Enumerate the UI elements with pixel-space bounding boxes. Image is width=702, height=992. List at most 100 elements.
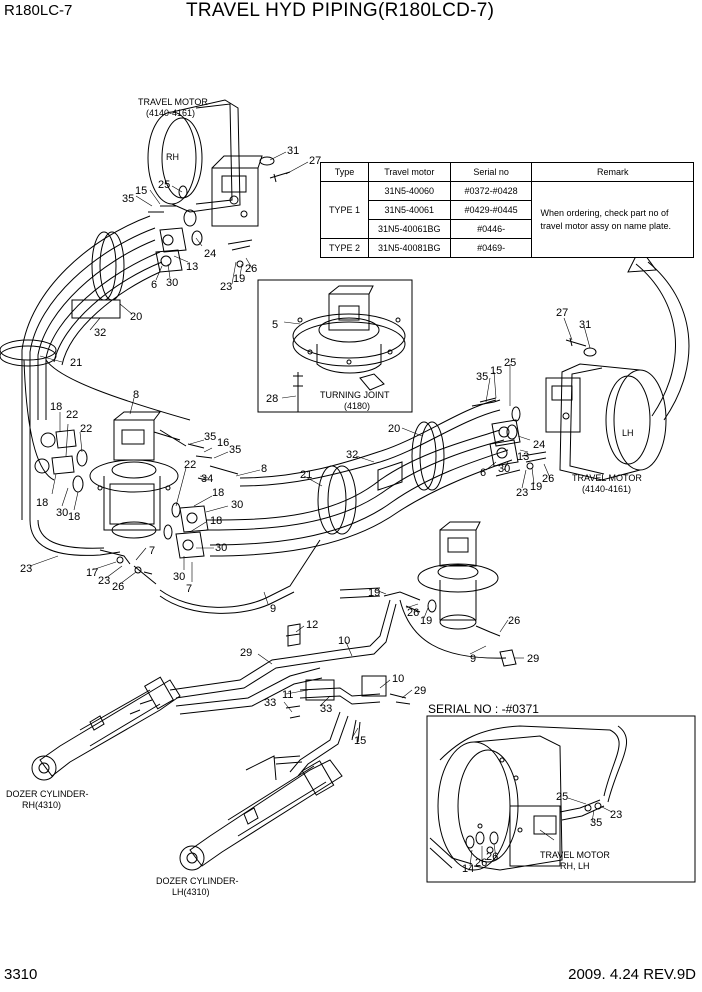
caption-turning-joint-code: (4180): [344, 401, 370, 411]
remark-line-1: When ordering, check part no of: [540, 207, 669, 218]
table-row: TYPE 2 31N5-40081BG #0469-: [320, 238, 694, 258]
callout-10-bottom: 15: [354, 735, 366, 747]
callout-15: 15: [135, 185, 147, 197]
callout-34: 34: [201, 473, 213, 485]
callout-16: 16: [217, 437, 229, 449]
callout-22-left-2: 18: [68, 511, 80, 523]
callout-9-left: 19: [368, 587, 380, 599]
callout-13: 13: [186, 261, 198, 273]
callout-23: 23: [220, 281, 232, 293]
table-header-serial-no: Serial no: [449, 162, 533, 182]
callout-11: 33: [320, 703, 332, 715]
callout-23-lower: 17: [86, 567, 98, 579]
caption-dozer-rh: DOZER CYLINDER-: [6, 789, 89, 799]
callout-25: 25: [158, 179, 170, 191]
turning-joint-center-drawing: [89, 411, 179, 539]
callout-7-left: 23: [20, 563, 32, 575]
table-cell-motor: 31N5-40081BG: [367, 238, 451, 258]
callout-27: 27: [309, 155, 321, 167]
callout-19-right: 19: [530, 481, 542, 493]
dozer-cylinder-lh-drawing: [179, 755, 343, 871]
callout-8-right: 8: [261, 463, 267, 475]
table-header-travel-motor: Travel motor: [367, 162, 451, 182]
table-cell-motor: 31N5-40060: [367, 181, 451, 201]
callout-32-right: 32: [346, 449, 358, 461]
caption-travel-motor-top-code: (4140-4161): [146, 108, 195, 118]
table-header-type: Type: [320, 162, 369, 182]
table-cell-serial: #0372-#0428: [449, 181, 533, 201]
caption-serial-no: SERIAL NO : -#0371: [428, 702, 539, 716]
callout-29-right: 10: [392, 673, 404, 685]
callout-21-right: 21: [300, 469, 312, 481]
table-cell-serial: #0429-#0445: [449, 200, 533, 220]
dozer-cylinder-rh-drawing: [31, 676, 181, 781]
remark-line-2: travel motor assy on name plate.: [540, 220, 672, 231]
travel-motor-type-table: Type Travel motor Serial no Remark TYPE …: [320, 162, 694, 258]
table-row: 31N5-40061 #0429-#0445: [321, 200, 694, 220]
serial-inset-box: [426, 715, 696, 883]
callout-35-inset: 23: [610, 809, 622, 821]
callout-26-lower: 7: [149, 545, 155, 557]
callout-13-right: 13: [517, 451, 529, 463]
callout-19-dozer-right: 26: [508, 615, 520, 627]
callout-23-inset: 14: [462, 863, 474, 875]
callout-23-right: 23: [516, 487, 528, 499]
callout-25-inset: 35: [590, 817, 602, 829]
callout-22-center: 22: [184, 459, 196, 471]
caption-rh-mark: RH: [166, 152, 179, 162]
caption-inset-travel-motor: TRAVEL MOTOR: [540, 850, 610, 860]
callout-27-right: 27: [556, 307, 568, 319]
callout-30-left-2: 18: [36, 497, 48, 509]
callout-30-center-2: 30: [215, 542, 227, 554]
table-header-row: Type Travel motor Serial no Remark: [320, 162, 694, 182]
caption-turning-joint: TURNING JOINT: [320, 390, 390, 400]
table-cell-type-1: TYPE 1: [320, 181, 369, 239]
callout-8: 8: [133, 389, 139, 401]
callout-33-left: 33: [264, 697, 276, 709]
callout-26-dozer: 19: [420, 615, 432, 627]
callout-6-right: 6: [480, 467, 486, 479]
caption-travel-motor-top: TRAVEL MOTOR: [138, 97, 208, 107]
callout-26-inset: 26: [486, 851, 498, 863]
callout-18-center-2: 18: [210, 515, 222, 527]
callout-14-inset: 26: [475, 857, 487, 869]
travel-motor-lh-drawing: [545, 363, 667, 481]
callout-26-right: 26: [542, 473, 554, 485]
callout-26-dozer-right: 9: [470, 653, 476, 665]
table-header-remark: Remark: [531, 162, 694, 182]
callout-5: 5: [272, 319, 278, 331]
callout-9-right: 29: [527, 653, 539, 665]
callout-28: 28: [266, 393, 278, 405]
table-cell-type-2: TYPE 2: [320, 238, 369, 258]
callout-29-mid: 11: [282, 689, 293, 701]
callout-30-lower: 7: [186, 583, 192, 595]
callout-24: 24: [204, 248, 216, 260]
callout-35-center: 35: [204, 431, 216, 443]
table-cell-remark: When ordering, check part no of travel m…: [531, 181, 694, 258]
callout-22-left: 22: [80, 423, 92, 435]
callout-20: 20: [130, 311, 142, 323]
callout-18-left: 22: [66, 409, 78, 421]
callout-10-top: 29: [240, 647, 252, 659]
callout-7-lower: 9: [270, 603, 276, 615]
table-cell-serial: #0469-: [449, 238, 533, 258]
caption-travel-motor-right-code: (4140-4161): [582, 484, 631, 494]
inset-travel-motor-drawing: [429, 735, 563, 871]
caption-dozer-rh-code: RH(4310): [22, 800, 61, 810]
callout-32: 32: [94, 327, 106, 339]
callout-30-left: 18: [50, 401, 62, 413]
callout-19-dozer: 26: [407, 607, 419, 619]
callout-24-right: 24: [533, 439, 545, 451]
callout-6: 6: [151, 279, 157, 291]
callout-30-right: 30: [498, 463, 510, 475]
hose-7-left: [29, 519, 121, 556]
callout-18-left-2: 30: [56, 507, 68, 519]
callout-21: 21: [70, 357, 82, 369]
travel-motor-rh-drawing: [147, 99, 263, 227]
callout-15-inset: 25: [556, 791, 568, 803]
caption-dozer-lh-code: LH(4310): [172, 887, 210, 897]
dozer-pipes: [169, 599, 411, 777]
callout-12: 10: [338, 635, 350, 647]
table-cell-serial: #0446-: [449, 219, 533, 239]
